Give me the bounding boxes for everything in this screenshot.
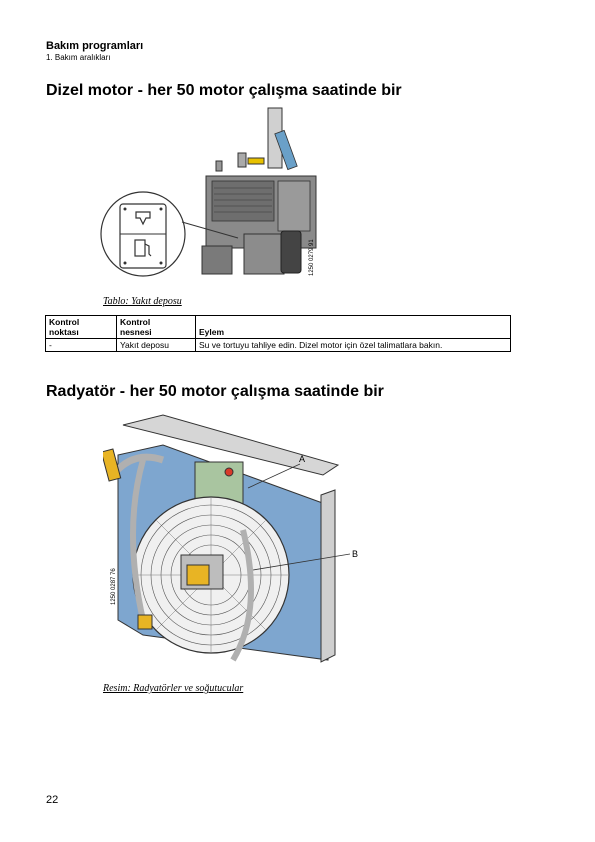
table-header-cell: Eylem <box>195 315 511 339</box>
page-number: 22 <box>46 794 59 806</box>
table-cell: Yakıt deposu <box>116 338 196 352</box>
radiator-figure: A B 1250 0287 76 <box>103 414 358 663</box>
figure1-caption: Tablo: Yakıt deposu <box>103 296 182 307</box>
section2-heading: Radyatör - her 50 motor çalışma saatinde… <box>46 383 384 400</box>
fuel-tank-figure: 1250 0279 91 <box>100 107 317 277</box>
header-subtitle: 1. Bakım aralıkları <box>46 53 111 62</box>
figure2-code: 1250 0287 76 <box>111 568 117 605</box>
table-cell: - <box>45 338 117 352</box>
section1-heading: Dizel motor - her 50 motor çalışma saati… <box>46 82 402 99</box>
callout-b: B <box>352 549 358 559</box>
figure2-caption: Resim: Radyatörler ve soğutucular <box>103 683 244 694</box>
figure1-code: 1250 0279 91 <box>309 239 315 276</box>
header-title: Bakım programları <box>46 40 144 52</box>
callout-a: A <box>299 454 305 464</box>
table-row: - Yakıt deposu Su ve tortuyu tahliye edi… <box>45 338 511 352</box>
table-cell: Su ve tortuyu tahliye edin. Dizel motor … <box>195 338 511 352</box>
